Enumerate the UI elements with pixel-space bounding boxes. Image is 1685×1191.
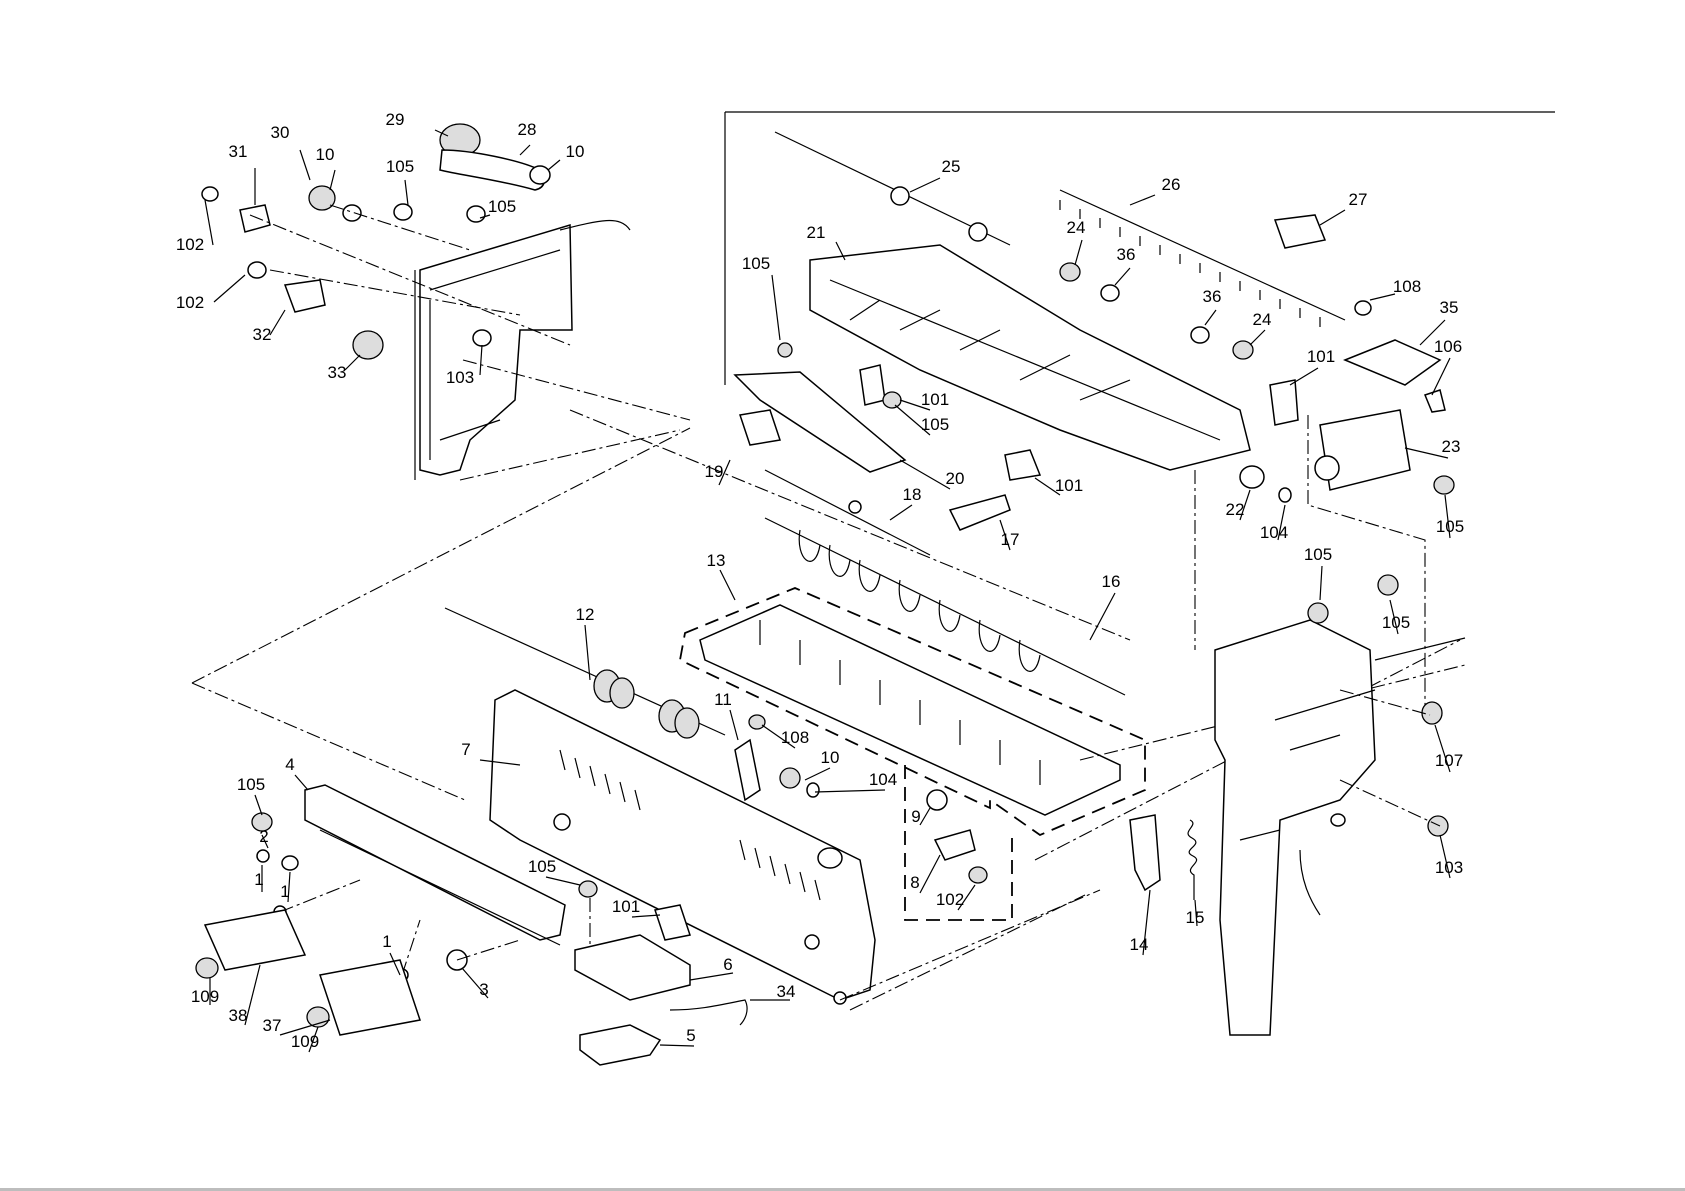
callout-label-38: 38	[229, 1006, 248, 1025]
callout-label-12: 12	[576, 605, 595, 624]
callout-label-24a: 24	[1067, 218, 1086, 237]
callout-label-13: 13	[707, 551, 726, 570]
callout-label-107: 107	[1435, 751, 1463, 770]
callout-label-105h: 105	[237, 775, 265, 794]
callout-label-105b: 105	[488, 197, 516, 216]
left-side-frame	[415, 221, 690, 480]
callout-label-20: 20	[946, 469, 965, 488]
callout-label-108a: 108	[1393, 277, 1421, 296]
callout-label-103b: 103	[1435, 858, 1463, 877]
callout-label-32: 32	[253, 325, 272, 344]
callout-label-6: 6	[723, 955, 732, 974]
right-side-frame	[1215, 575, 1465, 1035]
callout-label-14: 14	[1130, 935, 1149, 954]
callout-label-18: 18	[903, 485, 922, 504]
callout-label-5: 5	[686, 1026, 695, 1045]
guide-plate-13	[700, 605, 1120, 815]
callout-label-25: 25	[942, 157, 961, 176]
callout-label-1a: 1	[254, 870, 263, 889]
callout-label-105c: 105	[742, 254, 770, 273]
callout-label-105i: 105	[528, 857, 556, 876]
callout-label-15: 15	[1186, 908, 1205, 927]
callout-label-21: 21	[807, 223, 826, 242]
callout-label-31: 31	[229, 142, 248, 161]
callout-label-30: 30	[271, 123, 290, 142]
callout-label-103a: 103	[446, 368, 474, 387]
callout-label-2: 2	[259, 827, 268, 846]
cable-34	[670, 1000, 747, 1025]
callout-label-11: 11	[714, 690, 732, 709]
callout-label-10a: 10	[566, 142, 585, 161]
callout-label-22: 22	[1226, 500, 1245, 519]
callout-label-104b: 104	[869, 770, 897, 789]
callout-label-105g: 105	[1382, 613, 1410, 632]
callout-label-28: 28	[518, 120, 537, 139]
plate-5	[580, 1025, 660, 1065]
callout-label-105e: 105	[1436, 517, 1464, 536]
callout-label-102a: 102	[176, 235, 204, 254]
callout-label-3: 3	[479, 980, 488, 999]
callout-label-4: 4	[285, 755, 294, 774]
callout-label-36b: 36	[1203, 287, 1222, 306]
callout-label-24b: 24	[1253, 310, 1272, 329]
plate-6	[575, 935, 690, 1000]
callout-label-26: 26	[1162, 175, 1181, 194]
callout-label-101d: 101	[612, 897, 640, 916]
callout-label-37: 37	[263, 1016, 282, 1035]
callout-label-29: 29	[386, 110, 405, 129]
callout-label-16: 16	[1102, 572, 1121, 591]
callout-label-7: 7	[461, 740, 470, 759]
callout-label-36a: 36	[1117, 245, 1136, 264]
callout-label-1c: 1	[382, 932, 391, 951]
callout-label-35: 35	[1440, 298, 1459, 317]
callout-label-109b: 109	[291, 1032, 319, 1051]
callout-label-104a: 104	[1260, 523, 1288, 542]
callout-label-109a: 109	[191, 987, 219, 1006]
callout-label-105f: 105	[1304, 545, 1332, 564]
callout-label-10c: 10	[821, 748, 840, 767]
callout-label-34: 34	[777, 982, 796, 1001]
callout-label-102c: 102	[936, 890, 964, 909]
callout-label-105d: 105	[921, 415, 949, 434]
callout-label-10b: 10	[316, 145, 335, 164]
callout-label-19: 19	[705, 462, 724, 481]
callout-label-23: 23	[1442, 437, 1461, 456]
callout-label-108b: 108	[781, 728, 809, 747]
callout-label-8: 8	[910, 873, 919, 892]
callout-label-9: 9	[911, 807, 920, 826]
callout-label-101b: 101	[921, 390, 949, 409]
callout-label-101a: 101	[1307, 347, 1335, 366]
callout-label-33: 33	[328, 363, 347, 382]
callout-label-27: 27	[1349, 190, 1368, 209]
callout-label-1b: 1	[280, 882, 289, 901]
callout-label-101c: 101	[1055, 476, 1083, 495]
callout-label-105a: 105	[386, 157, 414, 176]
callout-label-106: 106	[1434, 337, 1462, 356]
callout-label-102b: 102	[176, 293, 204, 312]
guide-38	[205, 910, 305, 970]
callout-label-17: 17	[1001, 530, 1020, 549]
